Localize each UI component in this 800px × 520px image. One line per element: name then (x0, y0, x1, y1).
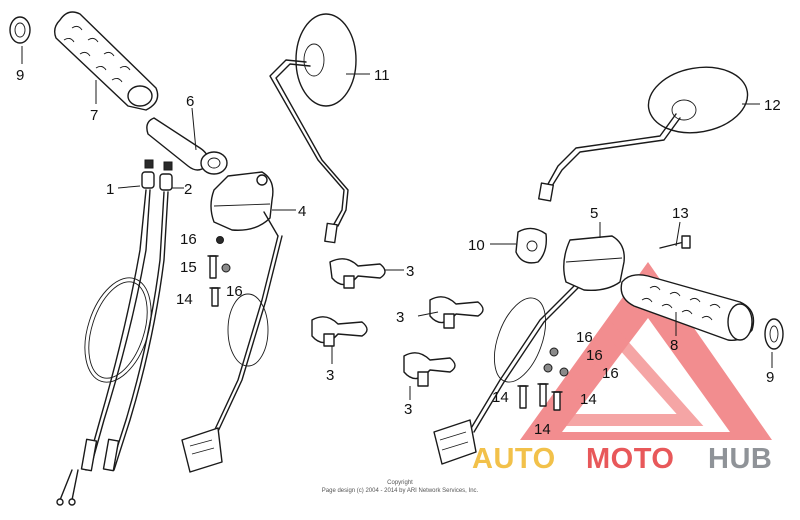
callout-labels: 1 2 3 3 3 3 4 5 6 7 8 9 9 10 11 12 13 14… (16, 67, 781, 438)
right-switch-harness (433, 285, 579, 465)
callout-14: 14 (534, 421, 551, 438)
part-9-washer-left (9, 16, 31, 44)
callout-14: 14 (580, 391, 597, 408)
callout-4: 4 (298, 203, 306, 220)
callout-3: 3 (404, 401, 412, 418)
watermark-logo (520, 262, 772, 440)
watermark-moto: MOTO (586, 443, 674, 475)
part-11-mirror-left (269, 13, 357, 244)
part-6-throttle-tube (146, 117, 228, 175)
callout-16: 16 (180, 231, 197, 248)
bolts-right (517, 347, 569, 411)
callout-14: 14 (176, 291, 193, 308)
callout-3: 3 (326, 367, 334, 384)
callout-13: 13 (672, 205, 689, 222)
throttle-cables (56, 189, 169, 506)
watermark-text: AUTO MOTO HUB (472, 443, 772, 475)
callout-7: 7 (90, 107, 98, 124)
leader-lines (21, 46, 773, 400)
part-3-clamps (311, 258, 484, 387)
callout-16: 16 (576, 329, 593, 346)
callout-8: 8 (670, 337, 678, 354)
part-13-screw (659, 235, 691, 249)
part-9-washer-right (764, 318, 784, 350)
callout-5: 5 (590, 205, 598, 222)
callout-3: 3 (396, 309, 404, 326)
callout-16: 16 (226, 283, 243, 300)
watermark-hub: HUB (708, 443, 772, 475)
part-4-throttle-housing (210, 171, 279, 237)
callout-16: 16 (586, 347, 603, 364)
watermark-auto: AUTO (472, 443, 556, 475)
callout-3: 3 (406, 263, 414, 280)
bolts-left (207, 236, 231, 307)
part-7-grip-left (53, 11, 159, 111)
callout-1: 1 (106, 181, 114, 198)
callout-16: 16 (602, 365, 619, 382)
part-1-2-cable-adjusters (141, 159, 173, 191)
part-5-switch-housing (563, 235, 625, 292)
copyright-line-2: Page design (c) 2004 - 2014 by ARI Netwo… (322, 488, 479, 494)
callout-14: 14 (492, 389, 509, 406)
left-switch-harness (181, 235, 283, 473)
callout-11: 11 (374, 67, 390, 84)
copyright-notice: Copyright Page design (c) 2004 - 2014 by… (322, 480, 479, 494)
callout-9: 9 (766, 369, 774, 386)
part-10-holder (515, 227, 548, 264)
part-12-mirror-right (538, 66, 749, 202)
callout-6: 6 (186, 93, 194, 110)
callout-10: 10 (468, 237, 485, 254)
copyright-line-1: Copyright (387, 480, 413, 486)
callout-15: 15 (180, 259, 197, 276)
callout-2: 2 (184, 181, 192, 198)
callout-9: 9 (16, 67, 24, 84)
part-8-grip-right (620, 274, 755, 341)
callout-12: 12 (764, 97, 781, 114)
